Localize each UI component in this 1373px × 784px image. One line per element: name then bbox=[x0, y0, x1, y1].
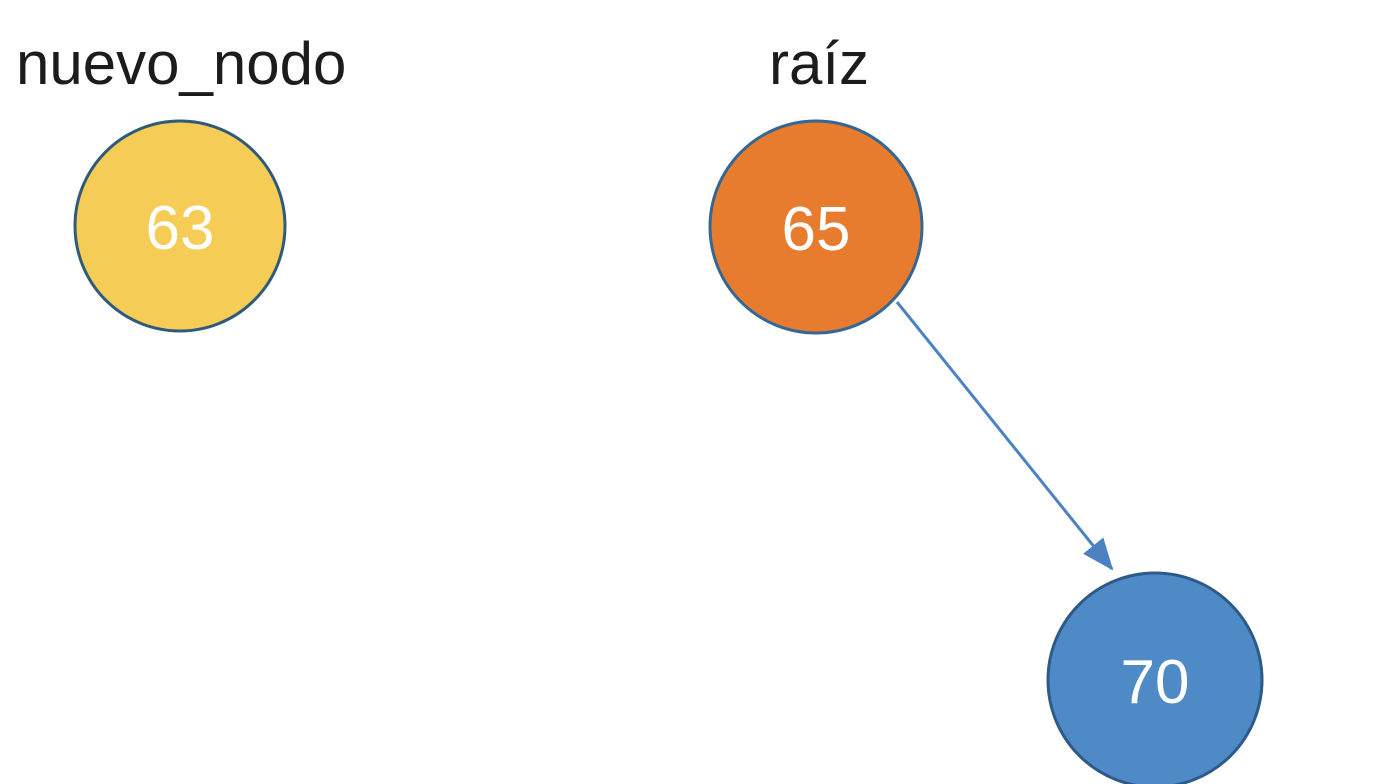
tree-node-65: 65 bbox=[708, 119, 924, 335]
edge-65-to-70 bbox=[895, 301, 1114, 571]
node-label-nuevo-nodo: nuevo_nodo bbox=[16, 30, 347, 97]
node-70-value: 70 bbox=[1121, 648, 1190, 717]
tree-node-63: 63 bbox=[73, 119, 287, 333]
node-63-circle bbox=[73, 119, 287, 333]
node-70-circle bbox=[1046, 571, 1264, 784]
node-63-value: 63 bbox=[146, 194, 215, 263]
tree-node-70: 70 bbox=[1046, 571, 1264, 784]
node-65-value: 65 bbox=[782, 195, 851, 264]
node-65-circle bbox=[708, 119, 924, 335]
node-label-raiz: raíz bbox=[769, 30, 870, 97]
